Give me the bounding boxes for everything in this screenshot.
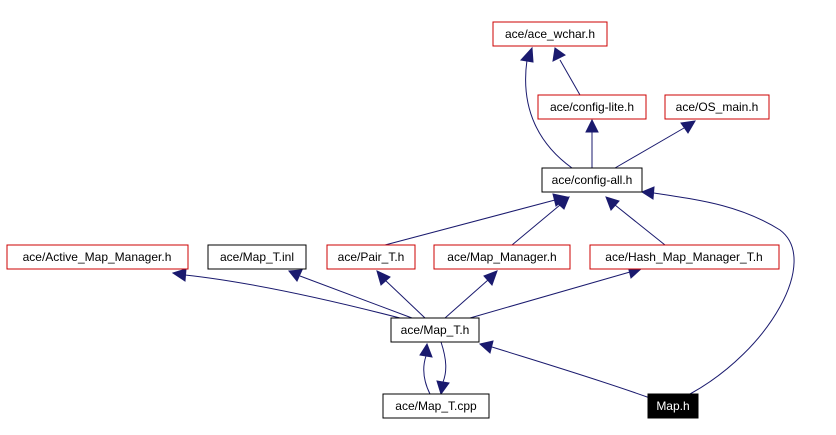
- edge-line: [491, 346, 651, 399]
- edge-map-t-h-to-map-manager: [444, 270, 498, 319]
- edge-line: [384, 279, 426, 319]
- node-active-map-manager[interactable]: ace/Active_Map_Manager.h: [6, 244, 189, 270]
- edge-pair-t-to-config-all: [384, 193, 569, 246]
- arrowhead-icon: [288, 269, 303, 282]
- node-map-t-h[interactable]: ace/Map_T.h: [390, 317, 480, 343]
- node-map-h-current[interactable]: Map.h: [647, 393, 699, 419]
- arrowhead-icon: [436, 380, 450, 396]
- svg-text:ace/Active_Map_Manager.h: ace/Active_Map_Manager.h: [23, 250, 172, 264]
- edge-map-t-h-to-map-t-cpp: [436, 341, 450, 396]
- edge-map-h-to-config-all: [640, 186, 795, 395]
- arrowhead-icon: [419, 342, 433, 358]
- edge-map-t-cpp-to-map-t-h: [419, 342, 433, 395]
- edge-config-all-to-ace-wchar: [520, 46, 573, 169]
- svg-text:ace/Hash_Map_Manager_T.h: ace/Hash_Map_Manager_T.h: [605, 250, 762, 264]
- arrowhead-icon: [680, 120, 696, 134]
- edge-config-lite-to-ace-wchar: [552, 47, 581, 96]
- arrowhead-icon: [552, 47, 566, 62]
- arrowhead-icon: [171, 268, 187, 282]
- arrowhead-icon: [585, 118, 599, 133]
- node-ace-wchar[interactable]: ace/ace_wchar.h: [492, 21, 608, 47]
- arrowhead-icon: [605, 196, 620, 211]
- svg-text:ace/Map_T.inl: ace/Map_T.inl: [220, 250, 294, 264]
- file-nodes: ace/ace_wchar.h ace/config-lite.h ace/OS…: [6, 21, 780, 419]
- edge-line: [444, 279, 489, 319]
- edge-hash-map-manager-t-to-config-all: [605, 196, 666, 246]
- arrowhead-icon: [483, 270, 498, 286]
- dependency-edges: [171, 46, 795, 399]
- svg-text:ace/Pair_T.h: ace/Pair_T.h: [338, 250, 405, 264]
- svg-text:Map.h: Map.h: [656, 399, 689, 413]
- edge-map-t-h-to-active-map-manager: [171, 268, 401, 319]
- node-map-t-cpp[interactable]: ace/Map_T.cpp: [382, 393, 490, 419]
- edge-map-manager-to-config-all: [511, 196, 570, 246]
- svg-text:ace/config-lite.h: ace/config-lite.h: [550, 100, 634, 114]
- node-config-lite[interactable]: ace/config-lite.h: [537, 94, 647, 120]
- edge-line: [440, 341, 447, 383]
- svg-text:ace/Map_T.h: ace/Map_T.h: [401, 323, 470, 337]
- edge-map-t-h-to-pair-t: [376, 270, 426, 319]
- edge-line: [184, 274, 401, 319]
- edge-line: [525, 59, 573, 169]
- svg-text:ace/ace_wchar.h: ace/ace_wchar.h: [505, 27, 595, 41]
- arrowhead-icon: [376, 270, 391, 286]
- edge-line: [614, 127, 685, 169]
- arrowhead-icon: [553, 196, 570, 210]
- arrowhead-icon: [640, 186, 655, 200]
- edge-map-t-h-to-map-t-inl: [288, 269, 413, 319]
- edge-line: [423, 355, 431, 395]
- node-map-manager[interactable]: ace/Map_Manager.h: [433, 244, 571, 270]
- node-pair-t[interactable]: ace/Pair_T.h: [326, 244, 416, 270]
- arrowhead-icon: [520, 46, 534, 63]
- edge-line: [653, 192, 795, 395]
- edge-map-h-to-map-t-h: [478, 340, 651, 399]
- edge-config-all-to-config-lite: [585, 118, 599, 168]
- node-hash-map-manager-t[interactable]: ace/Hash_Map_Manager_T.h: [589, 244, 780, 270]
- edge-config-all-to-os-main: [614, 120, 696, 169]
- edge-line: [384, 199, 556, 246]
- node-map-t-inl[interactable]: ace/Map_T.inl: [207, 244, 307, 270]
- node-config-all[interactable]: ace/config-all.h: [541, 167, 643, 193]
- svg-text:ace/OS_main.h: ace/OS_main.h: [676, 100, 759, 114]
- arrowhead-icon: [478, 340, 494, 354]
- edge-line: [511, 204, 561, 246]
- node-os-main[interactable]: ace/OS_main.h: [664, 94, 770, 120]
- svg-text:ace/Map_T.cpp: ace/Map_T.cpp: [395, 399, 477, 413]
- edge-line: [299, 275, 413, 319]
- svg-text:ace/Map_Manager.h: ace/Map_Manager.h: [447, 250, 556, 264]
- svg-text:ace/config-all.h: ace/config-all.h: [552, 173, 633, 187]
- edge-line: [559, 59, 581, 96]
- edge-line: [469, 271, 631, 319]
- edge-line: [614, 204, 666, 246]
